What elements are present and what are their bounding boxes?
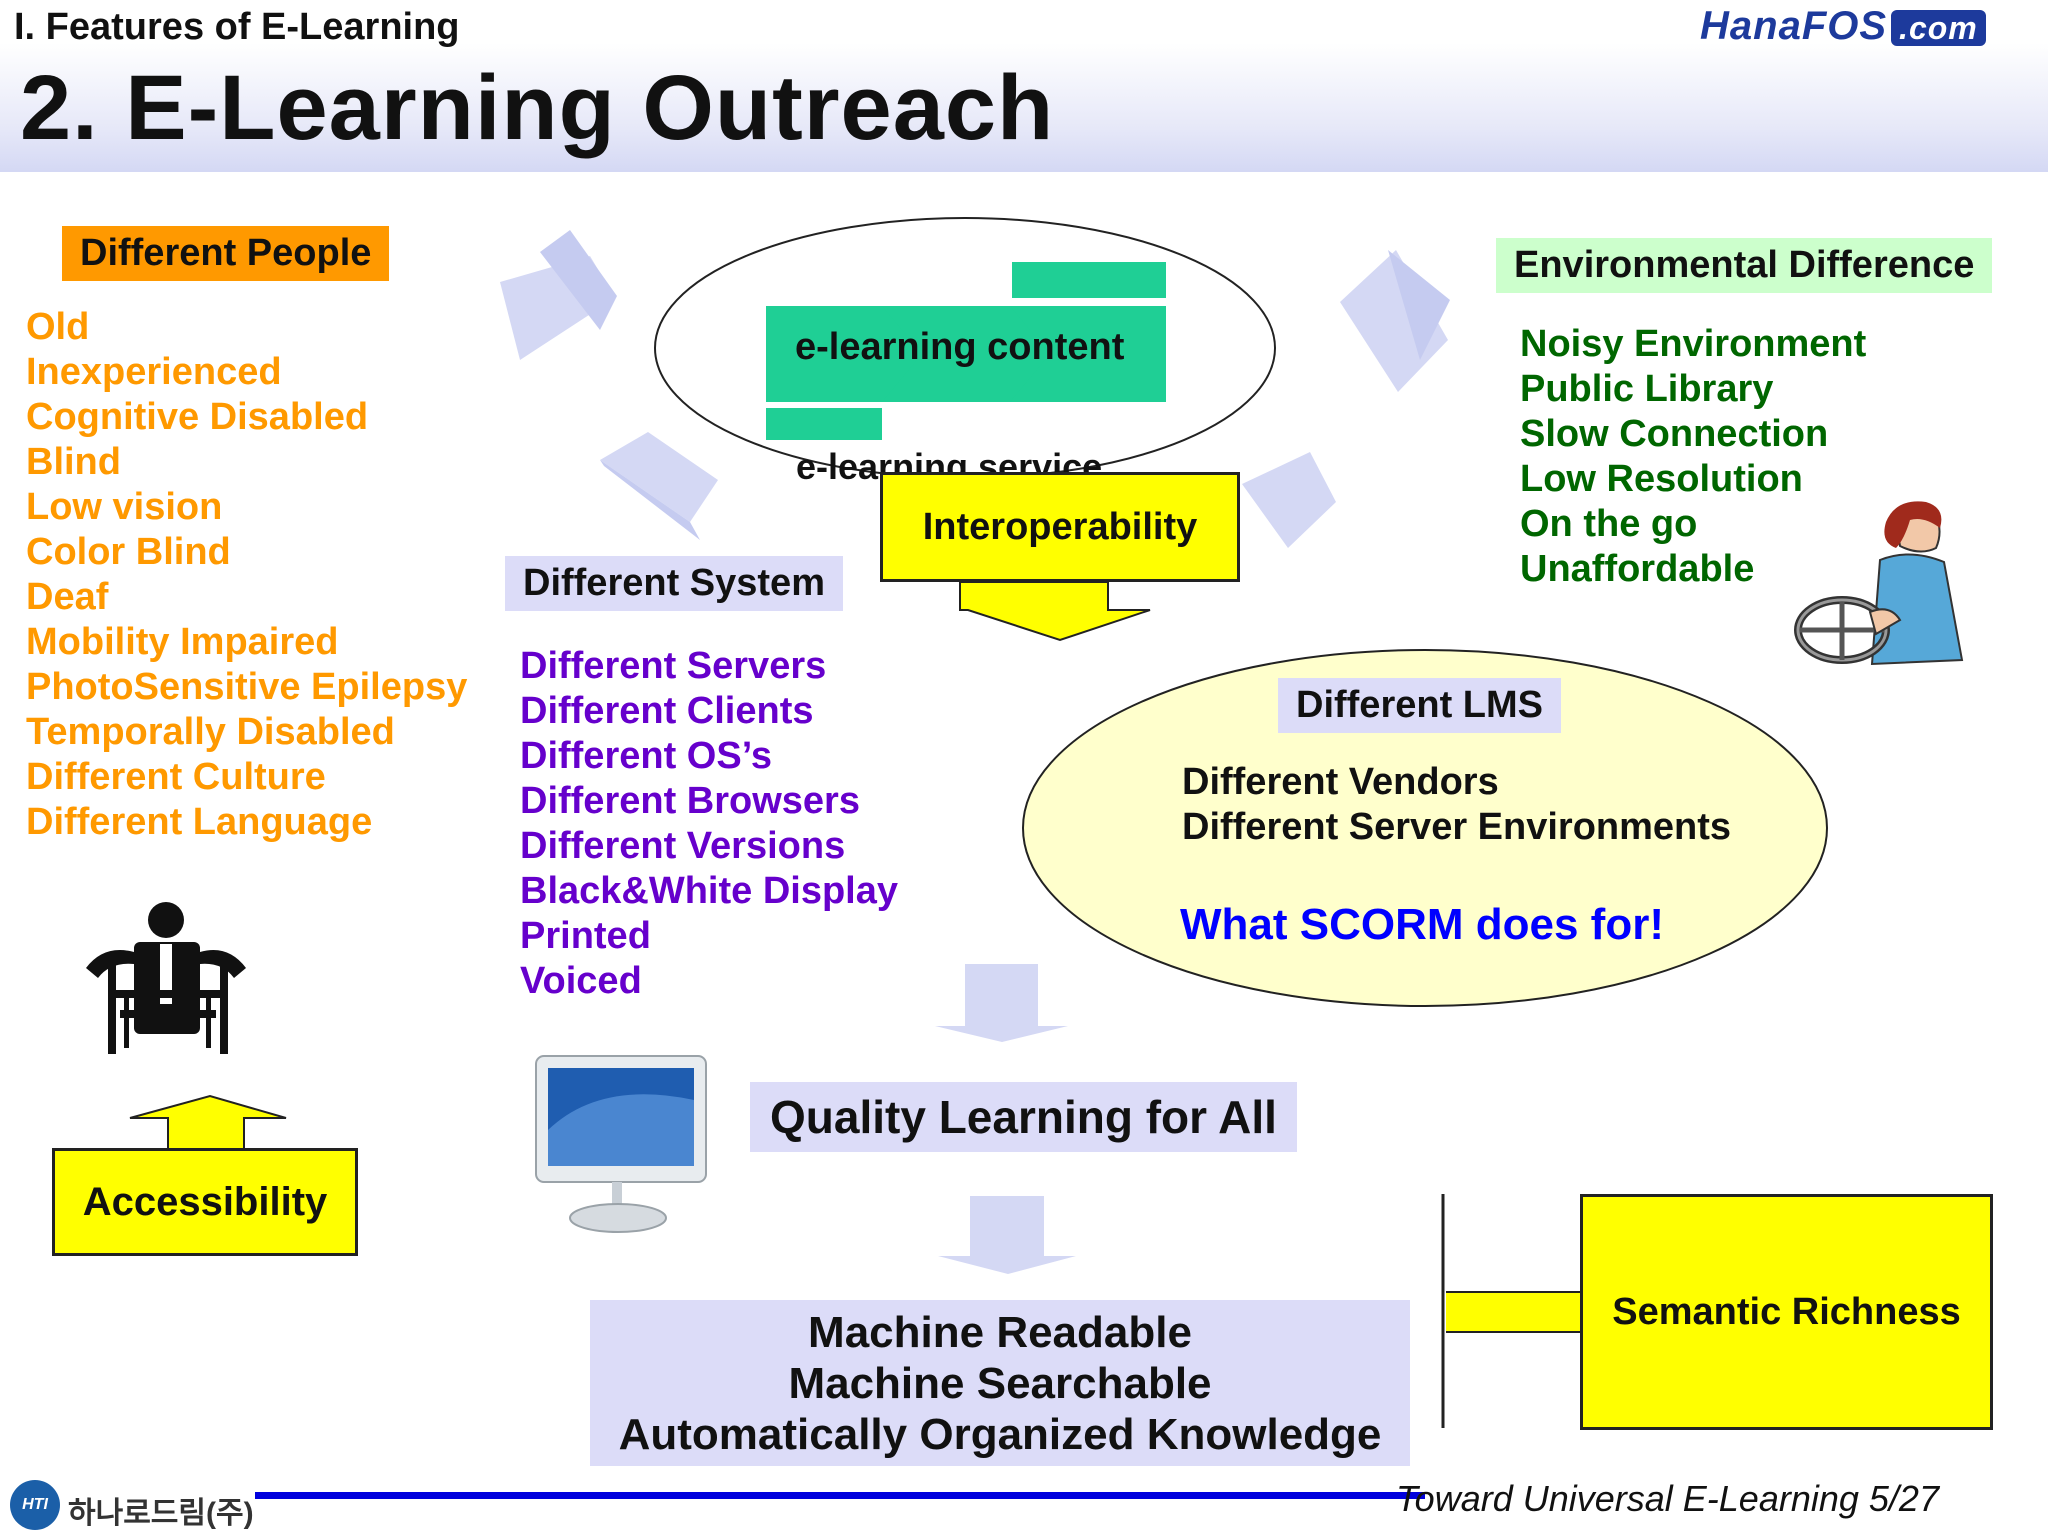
driving-woman-icon: [1794, 501, 1964, 666]
list-item: Blind: [26, 441, 121, 483]
company-name: 하나로드림(주): [68, 1497, 254, 1530]
environmental-difference-label: Environmental Difference: [1496, 238, 1993, 293]
list-item: Black&White Display: [520, 870, 898, 912]
semantic-bracket: [1441, 1194, 1582, 1428]
list-item: Temporally Disabled: [26, 711, 395, 753]
list-item: PhotoSensitive Epilepsy: [26, 666, 468, 708]
list-item: Inexperienced: [26, 351, 282, 393]
scorm-statement: What SCORM does for!: [1180, 900, 1664, 949]
machine-line: Automatically Organized Knowledge: [618, 1409, 1382, 1459]
interoperability-box: Interoperability: [880, 472, 1240, 582]
list-item: Different Language: [26, 801, 373, 843]
list-item: Different Versions: [520, 825, 846, 867]
cycle-arrow-upper-right: [1340, 250, 1450, 392]
list-item: On the go: [1520, 503, 1698, 545]
list-item: Noisy Environment: [1520, 323, 1867, 365]
list-item: Different Browsers: [520, 780, 860, 822]
list-item: Low vision: [26, 486, 223, 528]
brand-name: HanaFOS: [1700, 4, 1888, 48]
elearning-content-label: e-learning content: [795, 326, 1125, 368]
company-logo-icon: HTI: [10, 1480, 60, 1530]
section-label: I. Features of E-Learning: [14, 6, 460, 48]
interoperability-arrow: [959, 581, 1151, 642]
different-lms-list: Different Vendors Different Server Envir…: [1182, 760, 1731, 850]
list-item: Different Servers: [520, 645, 827, 687]
different-system-label: Different System: [505, 556, 843, 611]
cycle-arrow-lower-left: [600, 432, 718, 540]
footer-caption: Toward Universal E-Learning 5/27: [1396, 1478, 1939, 1519]
list-item: Public Library: [1520, 368, 1774, 410]
wheelchair-user-icon: [86, 902, 246, 1054]
slide-title: 2. E-Learning Outreach: [20, 57, 1055, 159]
brand-logo: HanaFOS.com: [1700, 4, 1986, 49]
list-item: Mobility Impaired: [26, 621, 339, 663]
list-item: Printed: [520, 915, 651, 957]
list-item: Cognitive Disabled: [26, 396, 369, 438]
different-people-label: Different People: [62, 226, 390, 281]
list-item: Voiced: [520, 960, 642, 1002]
list-item: Different OS’s: [520, 735, 772, 777]
brand-suffix: .com: [1891, 10, 1986, 46]
down-arrow-to-quality: [935, 964, 1068, 1042]
header-band: [0, 0, 2048, 172]
footer-divider: [255, 1492, 1425, 1499]
list-item: Unaffordable: [1520, 548, 1755, 590]
different-people-list: Old Inexperienced Cognitive Disabled Bli…: [26, 305, 467, 845]
list-item: Different Culture: [26, 756, 326, 798]
accessibility-arrow: [129, 1094, 287, 1151]
list-item: Color Blind: [26, 531, 231, 573]
cycle-arrow-lower-right: [1242, 452, 1336, 548]
semantic-richness-box: Semantic Richness: [1580, 1194, 1993, 1430]
environmental-difference-list: Noisy Environment Public Library Slow Co…: [1520, 322, 1866, 592]
quality-learning-label: Quality Learning for All: [750, 1082, 1297, 1152]
imac-computer-icon: [535, 1055, 707, 1233]
list-item: Deaf: [26, 576, 109, 618]
list-item: Old: [26, 306, 90, 348]
list-item: Different Vendors: [1182, 761, 1499, 803]
machine-line: Machine Readable: [808, 1307, 1192, 1357]
different-lms-label: Different LMS: [1278, 678, 1561, 733]
content-chevron-shape: [766, 262, 1166, 440]
list-item: Different Clients: [520, 690, 814, 732]
list-item: Low Resolution: [1520, 458, 1803, 500]
down-arrow-to-machine: [938, 1196, 1076, 1274]
machine-line: Machine Searchable: [788, 1358, 1212, 1408]
machine-knowledge-box: Machine Readable Machine Searchable Auto…: [590, 1300, 1410, 1466]
list-item: Different Server Environments: [1182, 806, 1732, 848]
cycle-arrow-upper-left: [500, 230, 617, 360]
lms-ellipse: [1022, 649, 1828, 1007]
different-system-list: Different Servers Different Clients Diff…: [520, 644, 898, 1004]
list-item: Slow Connection: [1520, 413, 1829, 455]
accessibility-box: Accessibility: [52, 1148, 358, 1256]
